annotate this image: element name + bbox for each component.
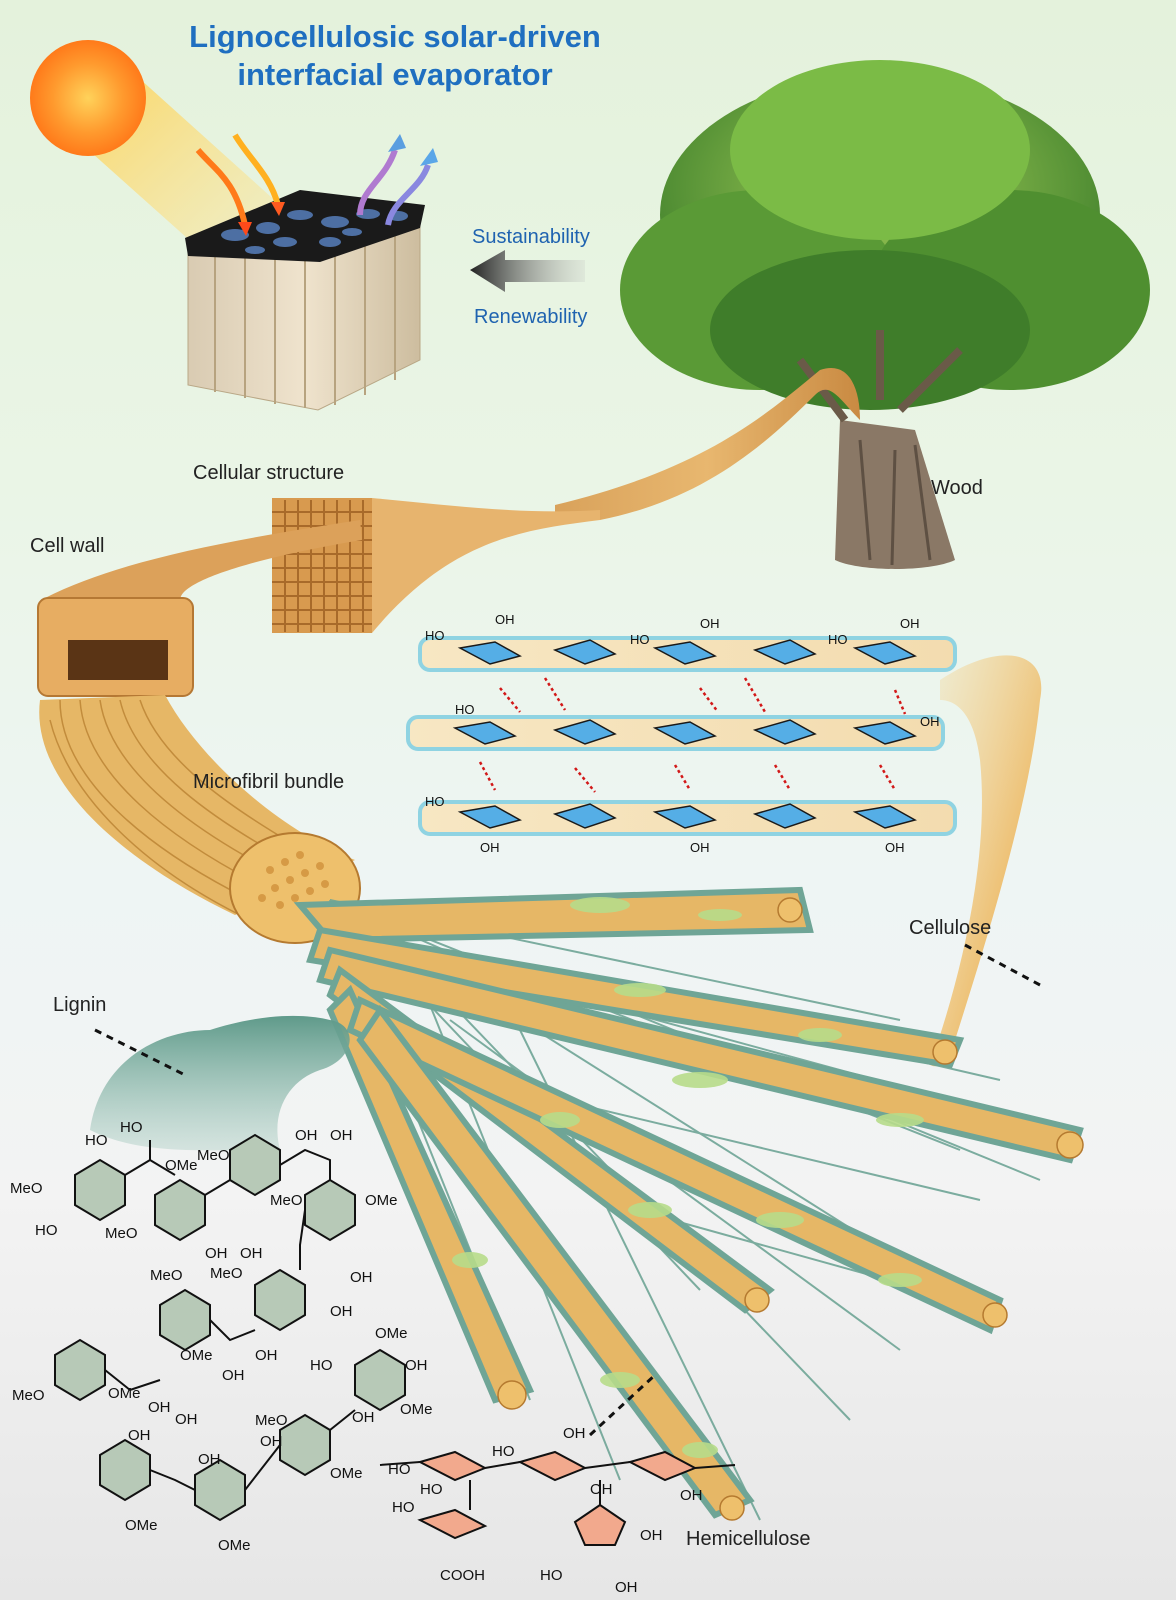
lignin-meo-text: MeO xyxy=(270,1192,303,1209)
renewal-arrow-icon xyxy=(470,250,585,292)
lignin-meo-text: MeO xyxy=(105,1225,138,1242)
lignin-oh-text: OH xyxy=(260,1433,283,1450)
hemi-ho-text: HO xyxy=(540,1567,563,1584)
lignin-oh-text: OH xyxy=(330,1303,353,1320)
cellulose-oh-text: OH xyxy=(495,612,515,627)
hemi-ho-text: HO xyxy=(392,1499,415,1516)
lignin-pointer xyxy=(94,1028,186,1077)
hemi-oh-text: OH xyxy=(680,1487,703,1504)
hemicellulose-groups: HO HO OH OH HO HO OH OH HO OH COOH xyxy=(388,1425,703,1596)
microfibril-bundle-label: Microfibril bundle xyxy=(193,771,345,793)
lignin-ome-text: OMe xyxy=(218,1537,251,1554)
lignin-oh-text: OH xyxy=(198,1451,221,1468)
hemi-oh-text: OH xyxy=(640,1527,663,1544)
wood-plank xyxy=(555,368,860,520)
lignin-label: Lignin xyxy=(53,994,107,1016)
cellulose-oh-text: OH xyxy=(480,840,500,855)
cellulose-oh-text: OH xyxy=(885,840,905,855)
lignin-oh-text: OH xyxy=(205,1245,228,1262)
cellulose-oh-text: OH xyxy=(700,616,720,631)
lignin-meo-text: MeO xyxy=(10,1180,43,1197)
cellulose-oh-text: OH xyxy=(920,714,940,729)
cellulose-horn xyxy=(930,655,1042,1067)
cellulose-ho-text: HO xyxy=(630,632,650,647)
lignin-ome-text: OMe xyxy=(330,1465,363,1482)
lignin-oh-text: OH xyxy=(128,1427,151,1444)
lignin-ho-text: HO xyxy=(85,1132,108,1149)
lignin-meo-text: MeO xyxy=(210,1265,243,1282)
lignin-ho-text: HO xyxy=(35,1222,58,1239)
cellulose-label: Cellulose xyxy=(909,917,992,939)
lignin-meo-text: MeO xyxy=(12,1387,45,1404)
lignin-ome-text: OMe xyxy=(108,1385,141,1402)
lignin-oh-text: OH xyxy=(352,1409,375,1426)
lignin-ome-text: OMe xyxy=(375,1325,408,1342)
cellulose-pointer xyxy=(964,943,1041,987)
hemi-oh-text: OH xyxy=(563,1425,586,1442)
cell-wall-label: Cell wall xyxy=(30,535,105,557)
cellulose-groups: HO OH HO OH HO OH HO OH HO OH OH OH xyxy=(425,612,940,855)
hemicellulose-structure xyxy=(379,1450,736,1546)
lignin-ome-text: OMe xyxy=(165,1157,198,1174)
lignin-oh-text: OH xyxy=(255,1347,278,1364)
hemi-ho-text: HO xyxy=(388,1461,411,1478)
cellulose-oh-text: OH xyxy=(900,616,920,631)
lignin-meo-text: MeO xyxy=(197,1147,230,1164)
sustainability-label: Sustainability xyxy=(472,226,590,248)
lignin-oh-text: OH xyxy=(350,1269,373,1286)
lignin-groups: HO HO MeO HO OMe MeO MeO OH OH MeO OMe O… xyxy=(10,1119,433,1554)
hemicellulose-pointer xyxy=(588,1373,657,1437)
cellulose-ho-text: HO xyxy=(425,794,445,809)
cellulose-ho-text: HO xyxy=(455,702,475,717)
fibre-network xyxy=(293,886,1084,1521)
hemi-ho-text: HO xyxy=(420,1481,443,1498)
cellulose-ho-text: HO xyxy=(828,632,848,647)
tree-icon xyxy=(620,60,1150,569)
cellular-structure-block xyxy=(272,498,600,633)
lignin-oh-text: OH xyxy=(148,1399,171,1416)
renewability-label: Renewability xyxy=(474,306,588,328)
wood-label: Wood xyxy=(931,477,983,499)
lignin-oh-text: OH xyxy=(222,1367,245,1384)
lignin-oh-text: OH xyxy=(405,1357,428,1374)
hemicellulose-label: Hemicellulose xyxy=(686,1528,811,1550)
lignin-ome-text: OMe xyxy=(400,1401,433,1418)
lignin-ome-text: OMe xyxy=(125,1517,158,1534)
hemi-oh-text: OH xyxy=(615,1579,638,1596)
cellulose-chains: HO OH HO OH HO OH HO OH HO OH OH OH xyxy=(406,612,957,855)
lignin-ome-text: OMe xyxy=(365,1192,398,1209)
lignin-oh-text: OH xyxy=(295,1127,318,1144)
lignin-meo-text: MeO xyxy=(255,1412,288,1429)
evaporator-block xyxy=(185,133,438,411)
hemi-cooh-text: COOH xyxy=(440,1567,485,1584)
lignin-oh-text: OH xyxy=(240,1245,263,1262)
lignin-meo-text: MeO xyxy=(150,1267,183,1284)
cell-wall-tube xyxy=(37,520,362,697)
lignin-ho-text: HO xyxy=(310,1357,333,1374)
cellulose-ho-text: HO xyxy=(425,628,445,643)
title-line-1: Lignocellulosic solar-driven xyxy=(189,19,601,54)
hemi-oh-text: OH xyxy=(590,1481,613,1498)
title-line-2: interfacial evaporator xyxy=(237,57,553,92)
cellular-structure-label: Cellular structure xyxy=(193,462,345,484)
lignin-oh-text: OH xyxy=(330,1127,353,1144)
cellulose-oh-text: OH xyxy=(690,840,710,855)
lignin-structure xyxy=(54,1133,406,1522)
lignin-ome-text: OMe xyxy=(180,1347,213,1364)
lignin-oh-text: OH xyxy=(175,1411,198,1428)
lignin-blob xyxy=(90,1015,350,1151)
lignin-ho-text: HO xyxy=(120,1119,143,1136)
sun-icon xyxy=(30,40,146,156)
figure-title: Lignocellulosic solar-driven interfacial… xyxy=(100,18,690,94)
hemi-ho-text: HO xyxy=(492,1443,515,1460)
